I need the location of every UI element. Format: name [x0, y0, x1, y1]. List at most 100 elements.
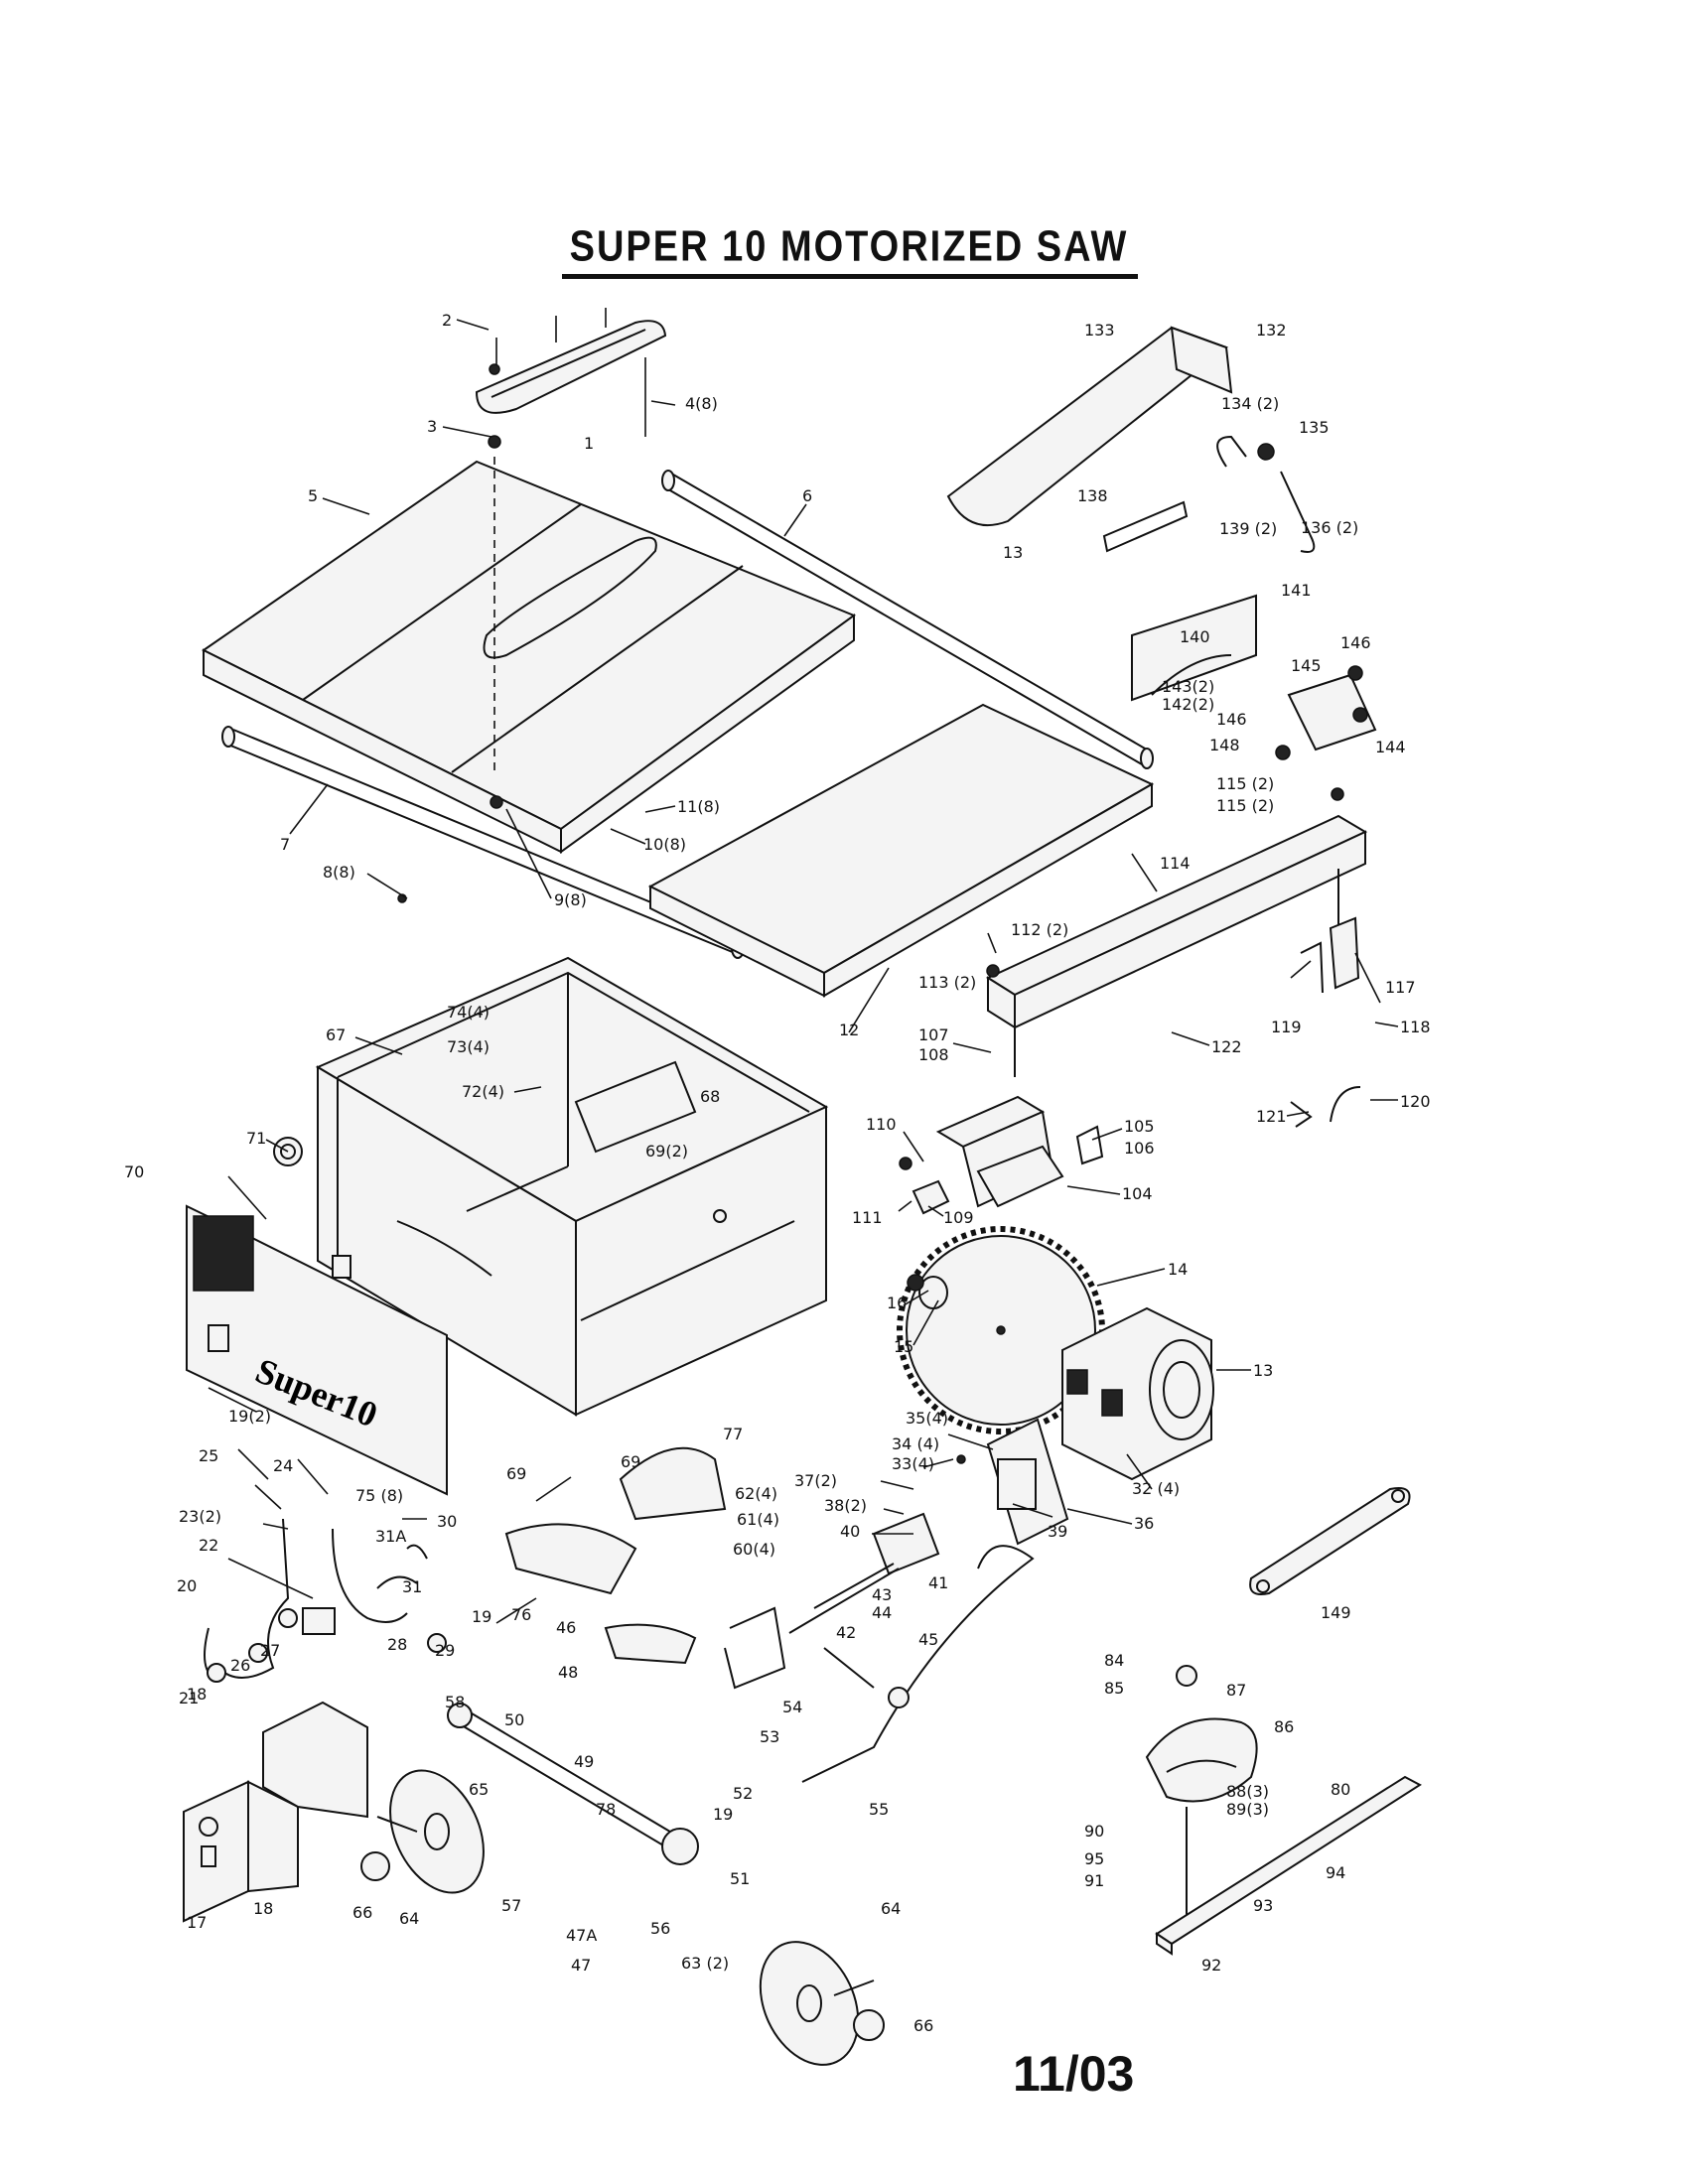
- label-69c: 69: [621, 1452, 640, 1471]
- label-18b: 18: [253, 1899, 273, 1918]
- fence-rail: [985, 787, 1368, 1128]
- label-117: 117: [1385, 978, 1416, 997]
- label-108: 108: [918, 1045, 949, 1064]
- label-74: 74(4): [447, 1003, 490, 1022]
- label-25: 25: [199, 1446, 218, 1465]
- diagram-title: SUPER 10 MOTORIZED SAW: [569, 222, 1129, 272]
- arbor-wrench: [1249, 1487, 1411, 1595]
- label-90: 90: [1084, 1822, 1104, 1841]
- label-19: 19(2): [228, 1407, 271, 1426]
- label-133: 133: [1084, 321, 1115, 340]
- label-24: 24: [273, 1456, 293, 1475]
- label-68: 68: [700, 1087, 720, 1106]
- label-107: 107: [918, 1025, 949, 1044]
- label-45: 45: [918, 1630, 938, 1649]
- fence-lock: [899, 1095, 1104, 1215]
- label-145: 145: [1291, 656, 1322, 675]
- label-56: 58: [445, 1693, 465, 1711]
- label-111: 111: [852, 1208, 883, 1227]
- label-121: 121: [1256, 1107, 1287, 1126]
- switch-box: [183, 1701, 368, 1923]
- label-66b: 66: [352, 1903, 372, 1922]
- label-92: 92: [1201, 1956, 1221, 1975]
- label-52: 52: [733, 1784, 753, 1803]
- label-47: 47: [571, 1956, 591, 1975]
- label-73: 73(4): [447, 1037, 490, 1056]
- label-141: 141: [1281, 581, 1312, 600]
- label-32: 32 (4): [1132, 1479, 1180, 1498]
- cabinet: [315, 956, 829, 1417]
- label-144: 144: [1375, 738, 1406, 756]
- label-46: 46: [556, 1618, 576, 1637]
- motor-mount-plate: [956, 1418, 1069, 1546]
- label-36: 36: [1134, 1514, 1154, 1533]
- label-12: 12: [839, 1021, 859, 1039]
- label-71: 71: [246, 1129, 266, 1148]
- label-76: 76: [511, 1605, 531, 1624]
- label-42: 42: [836, 1623, 856, 1642]
- label-26: 26: [230, 1656, 250, 1675]
- label-105: 105: [1124, 1117, 1155, 1136]
- label-54: 54: [782, 1698, 802, 1716]
- label-142: 142(2): [1162, 695, 1214, 714]
- label-138: 138: [1077, 486, 1108, 505]
- label-5: 5: [308, 486, 318, 505]
- label-33: 33(4): [892, 1454, 934, 1473]
- label-140: 140: [1180, 627, 1210, 646]
- label-14: 14: [1168, 1260, 1188, 1279]
- label-136: 136 (2): [1301, 518, 1358, 537]
- label-35: 35(4): [906, 1409, 948, 1428]
- label-60: 60(4): [733, 1540, 775, 1559]
- label-9: 9(8): [554, 890, 587, 909]
- handwheels: [360, 1769, 885, 2066]
- label-114: 114: [1160, 854, 1191, 873]
- label-7: 7: [280, 835, 290, 854]
- label-53: 53: [760, 1727, 779, 1746]
- label-139: 139 (2): [1219, 519, 1277, 538]
- miter-gauge: [1145, 1665, 1422, 1956]
- label-94: 94: [1326, 1863, 1345, 1882]
- label-91: 91: [1084, 1871, 1104, 1890]
- label-41-44: 44: [872, 1603, 892, 1622]
- part-labels: 2 3 1 4(8) 5 6 7 8(8) 9(8) 10(8) 11(8) 1…: [124, 311, 1431, 2035]
- splitter-bracket: [1131, 594, 1377, 760]
- label-115b: 115 (2): [1216, 796, 1274, 815]
- label-29: 29: [435, 1641, 455, 1660]
- label-58: 56: [650, 1919, 670, 1938]
- label-66: 66: [913, 2016, 933, 2035]
- label-119: 119: [1271, 1018, 1302, 1036]
- label-27: 27: [260, 1641, 280, 1660]
- label-78: 78: [596, 1800, 616, 1819]
- label-113: 113 (2): [918, 973, 976, 992]
- label-39: 39: [1048, 1522, 1067, 1541]
- label-64: 64: [399, 1909, 419, 1928]
- label-149: 149: [1321, 1603, 1351, 1622]
- crank-shafts: [788, 1545, 1035, 1783]
- label-69b: 69: [506, 1464, 526, 1483]
- label-49: 49: [574, 1752, 594, 1771]
- label-19b: 19: [472, 1607, 491, 1626]
- label-17: 17: [187, 1913, 207, 1932]
- label-132: 132: [1256, 321, 1287, 340]
- label-19c: 19: [713, 1805, 733, 1824]
- label-8: 8(8): [323, 863, 355, 882]
- wiring-harness: [204, 1518, 447, 1683]
- label-93: 93: [1253, 1896, 1273, 1915]
- label-146a: 146: [1340, 633, 1371, 652]
- label-143: 143(2): [1162, 677, 1214, 696]
- bevel-shaft: [447, 1703, 699, 1865]
- label-48: 48: [558, 1663, 578, 1682]
- label-13: 13: [1253, 1361, 1273, 1380]
- label-16: 16: [887, 1294, 907, 1312]
- label-18: 18: [187, 1685, 207, 1704]
- label-65: 65: [469, 1780, 489, 1799]
- label-87: 87: [1226, 1681, 1246, 1700]
- extension-table: [647, 703, 1155, 998]
- motor: [1061, 1306, 1214, 1481]
- label-64b: 64: [881, 1899, 901, 1918]
- label-3: 3: [427, 417, 437, 436]
- label-85: 85: [1104, 1679, 1124, 1698]
- label-109: 109: [943, 1208, 974, 1227]
- label-4: 4(8): [685, 394, 718, 413]
